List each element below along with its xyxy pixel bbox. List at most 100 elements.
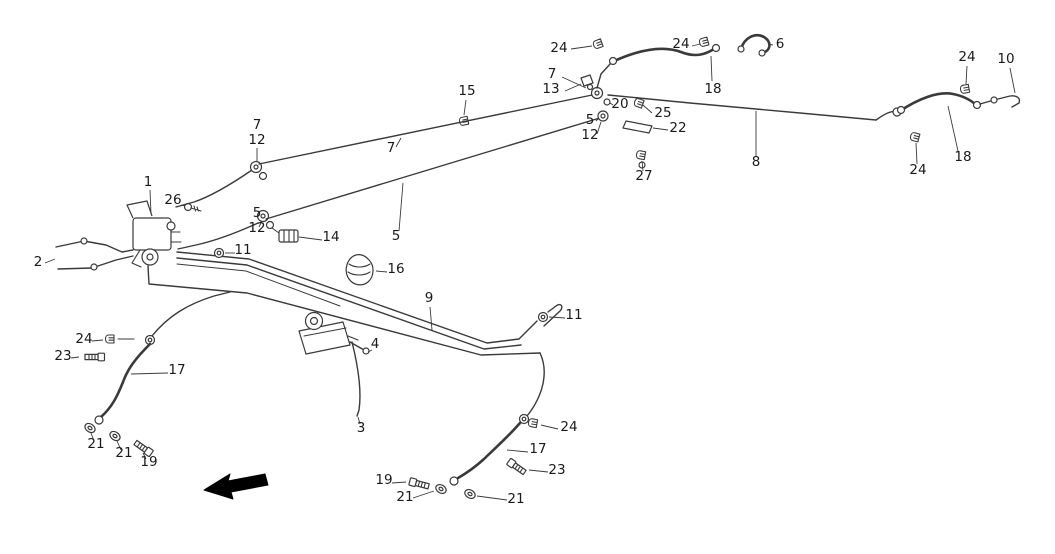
part-label-21: 21	[396, 489, 413, 505]
leader-line	[652, 127, 669, 131]
front-left-hose-cluster	[82, 291, 231, 458]
leader-line	[476, 495, 508, 501]
leader-line	[130, 372, 169, 375]
part-label-15: 15	[458, 83, 475, 99]
part-label-6: 6	[776, 36, 785, 52]
part-label-17: 17	[529, 441, 546, 457]
leader-line	[91, 339, 104, 342]
part-label-5: 5	[586, 112, 595, 128]
leader-line	[595, 117, 600, 122]
pipe-clip-25	[632, 97, 645, 109]
leader-line	[528, 469, 549, 473]
pipe-clip-24-e	[104, 334, 115, 344]
main-diagonal-pipes	[258, 93, 604, 220]
pipe-clip-24-b	[698, 36, 710, 48]
part-label-24: 24	[909, 162, 926, 178]
part-label-13: 13	[542, 81, 559, 97]
leader-line	[548, 316, 566, 319]
leader-line	[691, 43, 701, 47]
leader-line	[965, 65, 968, 85]
part-label-24: 24	[958, 49, 975, 65]
leader-line	[564, 83, 582, 92]
part-label-12: 12	[248, 220, 265, 236]
washer-21-b	[107, 428, 123, 444]
part-label-27: 27	[635, 168, 652, 184]
leader-line	[561, 76, 587, 89]
top-hoses	[591, 33, 771, 89]
leader-line	[375, 270, 388, 273]
leader-line	[149, 189, 152, 215]
flare-nut-11-right	[537, 303, 563, 327]
part-label-18: 18	[704, 81, 721, 97]
leader-line	[391, 481, 407, 484]
part-label-7: 7	[387, 140, 396, 156]
brake-hose-17-middle	[456, 421, 522, 480]
leader-line	[429, 306, 433, 331]
leader-line	[915, 142, 918, 165]
leader-line	[398, 182, 404, 232]
part-label-7: 7	[548, 66, 557, 82]
brake-hose-17-left	[99, 342, 152, 419]
leader-line	[641, 160, 644, 172]
leader-line	[767, 43, 774, 46]
valve-upper-fittings	[175, 160, 275, 250]
leader-line	[710, 55, 713, 82]
pipe-4-stub	[349, 341, 370, 355]
front-feed-pipe	[55, 237, 134, 271]
part-label-16: 16	[387, 261, 404, 277]
leader-line	[947, 105, 959, 152]
pipe-clip-27	[635, 149, 647, 169]
fr-direction: FR.	[203, 473, 269, 500]
part-label-9: 9	[425, 290, 434, 306]
hose-6	[737, 33, 771, 57]
part-label-14: 14	[322, 229, 339, 245]
part-label-11: 11	[234, 242, 251, 258]
part-label-19: 19	[375, 472, 392, 488]
part-label-5: 5	[253, 205, 262, 221]
leader-line	[596, 121, 602, 135]
washer-21-d	[462, 487, 478, 501]
part-label-1: 1	[144, 174, 153, 190]
master-cylinder	[298, 311, 370, 417]
pipe-connector-14	[271, 227, 299, 243]
leader-line	[540, 424, 559, 430]
leader-line	[463, 99, 467, 116]
bottom-middle-hose-cluster	[408, 413, 539, 501]
pipe-clip-24-f	[527, 417, 539, 429]
leader-line	[116, 440, 122, 451]
part-label-21: 21	[507, 491, 524, 507]
leader-line	[70, 356, 80, 359]
top-junction-cluster	[580, 74, 653, 169]
fr-arrow-icon	[203, 473, 269, 500]
part-label-23: 23	[548, 462, 565, 478]
leader-line	[357, 416, 361, 425]
leader-line	[44, 258, 56, 264]
leader-line	[180, 204, 186, 207]
part-label-26: 26	[164, 192, 181, 208]
pipe-clip-24-c	[959, 83, 971, 95]
part-label-5: 5	[392, 228, 401, 244]
part-label-18: 18	[954, 149, 971, 165]
part-label-24: 24	[75, 331, 92, 347]
washer-21-c	[433, 482, 449, 496]
bolt-20	[603, 98, 611, 106]
bleed-bolt-23-middle	[505, 457, 528, 477]
proportioning-valve	[126, 200, 202, 268]
part-label-8: 8	[752, 154, 761, 170]
leader-line	[90, 432, 95, 442]
leader-line	[298, 236, 323, 241]
leader-line	[642, 104, 653, 114]
washer-21-a	[82, 420, 98, 436]
bracket-22	[622, 120, 653, 134]
rear-hose-cluster	[896, 83, 1021, 143]
part-label-12: 12	[248, 132, 265, 148]
part-label-24: 24	[560, 419, 577, 435]
part-label-24: 24	[672, 36, 689, 52]
leader-line	[395, 137, 402, 148]
leader-line	[258, 220, 263, 228]
bleed-bolt-23-left	[84, 352, 106, 362]
rear-pipe-8	[607, 94, 902, 121]
part-label-7: 7	[253, 117, 262, 133]
part-label-2: 2	[34, 254, 43, 270]
